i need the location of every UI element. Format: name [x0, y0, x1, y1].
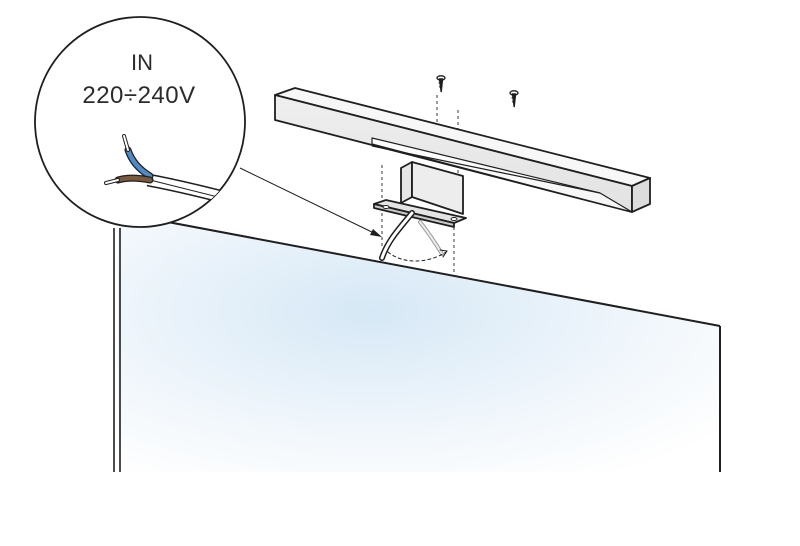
cable-swing-arc — [387, 251, 447, 262]
mirror-face — [118, 213, 720, 472]
lamp-top-face — [274, 87, 651, 187]
bracket-arm-side — [400, 161, 413, 204]
bracket-hole-right — [450, 217, 458, 221]
power-cable-icon — [379, 210, 448, 262]
callout-magnifier — [34, 16, 246, 228]
screw-icon — [509, 90, 519, 108]
voltage-label: 220÷240V — [82, 82, 196, 109]
arrowhead-icon — [370, 229, 382, 237]
neutral-wire-core-fill — [105, 179, 119, 184]
cable-alt-position-fill — [419, 221, 443, 255]
cable-fill — [380, 211, 414, 260]
lamp-end-face — [631, 177, 651, 213]
bracket-hole-left — [382, 205, 390, 209]
bracket-arm-front — [411, 161, 464, 215]
screw-icon — [436, 75, 446, 93]
input-label: IN — [131, 50, 153, 75]
callout-leader — [239, 167, 382, 237]
callout-circle — [34, 16, 246, 228]
live-wire-insulation — [125, 147, 153, 179]
cable-swing-arrowhead — [439, 249, 448, 258]
bracket-plate-edge — [373, 203, 455, 228]
mirror — [113, 212, 721, 472]
neutral-wire-insulation — [115, 175, 153, 183]
live-wire-core-fill — [123, 135, 129, 151]
mounting-bracket — [373, 161, 467, 228]
mirror-top-edge — [119, 212, 721, 327]
led-lamp — [274, 87, 651, 213]
lamp-diffuser-edge — [371, 145, 601, 194]
